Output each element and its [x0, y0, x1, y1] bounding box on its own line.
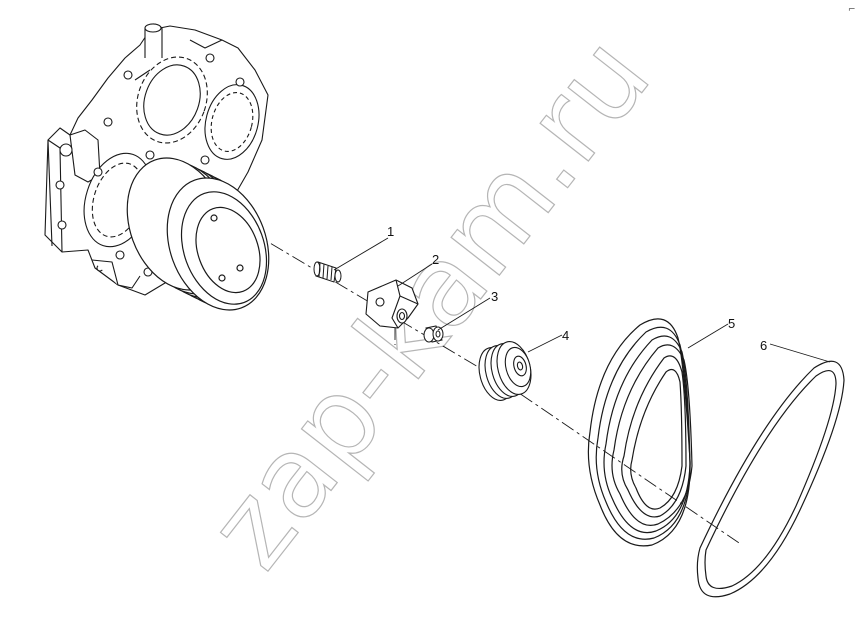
callout-1: 1	[387, 224, 394, 239]
part-2-tensioner-bracket	[365, 279, 419, 329]
callout-5: 5	[728, 316, 735, 331]
callout-3: 3	[491, 289, 498, 304]
part-5-multi-rib-belt	[587, 318, 693, 547]
callout-4: 4	[562, 328, 569, 343]
part-4-idler-pulley	[478, 341, 532, 401]
corner-mark: ⌐	[848, 5, 856, 15]
assembly-axis	[227, 217, 743, 546]
callout-6: 6	[760, 338, 767, 353]
leader-lines	[333, 237, 831, 363]
callout-labels: 1 2 3 4 5 6	[387, 224, 767, 353]
part-1-tensioner-bolt	[313, 261, 342, 283]
part-3-bushing	[423, 325, 444, 343]
part-6-v-belt	[696, 360, 845, 598]
crankshaft-pulley	[126, 157, 270, 311]
callout-2: 2	[432, 252, 439, 267]
